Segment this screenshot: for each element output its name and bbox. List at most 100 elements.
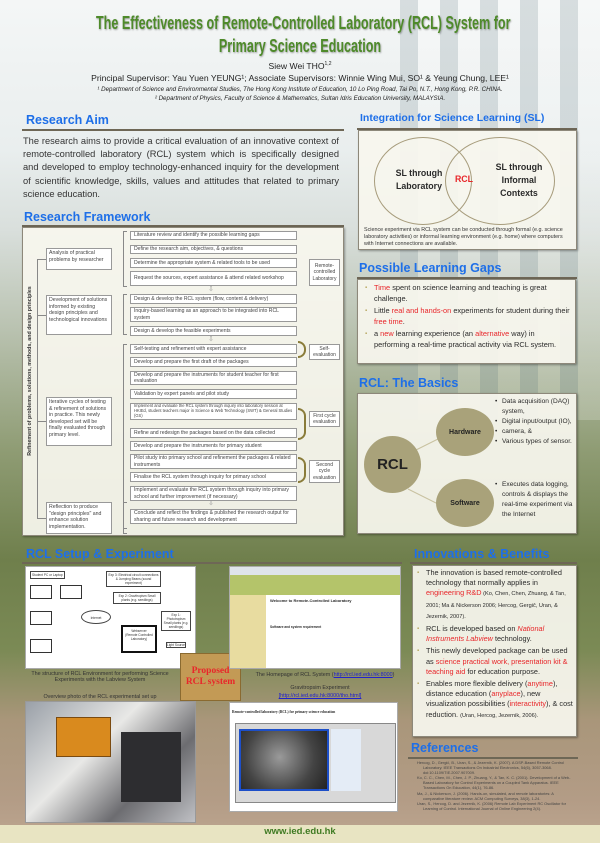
bracket [123,231,127,287]
bracket [123,502,127,534]
framework-step: Pilot study into primary school and refi… [130,454,297,469]
highlight-text: free time [374,316,403,326]
highlight-text: anytime [527,679,553,689]
divider [410,562,577,564]
homepage-link[interactable]: http://rcl.ied.edu.hk:8000 [333,672,393,678]
framework-phase: Iterative cycles of testing & refinement… [46,397,112,446]
down-arrow-icon: ⇩ [208,500,214,507]
framework-step: Develop and prepare the instruments for … [130,371,297,385]
connector-line [37,259,46,260]
learning-gap-item: Little real and hands-on experiments for… [364,306,571,327]
highlight-text: engineering R&D [426,588,482,598]
learning-gaps-list: Time spent on science learning and teach… [364,283,571,351]
poster-title-line2: Primary Science Education [218,35,382,56]
internet-cloud: Internet [81,610,111,624]
framework-step: Implement and evaluate the RCL system th… [130,403,297,420]
framework-side-label: Self-evaluation [309,344,340,360]
poster-title-line1: The Effectiveness of Remote-Controlled L… [96,12,511,33]
item-text: spent on science learning and teaching i… [374,283,547,303]
homepage-subtitle: Software and system requirement [270,625,322,629]
references-list: Hercog, D., Gergič, B., Uran, S., & Jeze… [415,760,575,813]
framework-step: Design & develop the RCL system (flow, c… [130,294,297,304]
reference-item: Hercog, D., Gergič, B., Uran, S., & Jeze… [417,760,565,775]
basics-item: •Executes data logging, controls & displ… [495,480,577,520]
research-aim-heading: Research Aim [26,113,109,127]
basics-item: •camera, & [495,427,577,437]
footer-url[interactable]: www.ied.edu.hk [264,826,336,837]
author: Siew Wei THO1,2 [0,61,600,71]
research-aim-text: The research aims to provide a critical … [23,136,339,199]
author-sup: 1,2 [324,61,332,68]
innovations-box: The innovation is based remote-controlle… [412,565,577,737]
homepage-title: Welcome to Remote-Controlled Laboratory [270,598,352,603]
item-text: . [402,316,405,326]
framework-phase: Development of solutions informed by exi… [46,295,112,335]
diagram-label: Light Source [166,642,186,648]
setup-heading: RCL Setup & Experiment [26,547,174,561]
item-text: This newly developed package can be used… [426,646,568,666]
basics-item: •Digital input/output (IO), [495,417,577,427]
author-name: Siew Wei THO [268,61,325,71]
diagram-label: Exp 3: Electrical circuit connections & … [106,571,161,587]
framework-step: Develop and prepare the instruments for … [130,441,297,451]
innovation-item: The innovation is based remote-controlle… [416,568,573,622]
reference-item: Uran, S., Hercog, D. and Jezernik, K. (2… [417,801,566,812]
innovation-item: RCL is developed based on National Instr… [416,624,573,644]
curved-arrow-icon [298,457,306,483]
learning-gaps-box: Time spent on science learning and teach… [357,279,576,364]
bullet-icon: • [495,398,498,405]
framework-side-label: Remote-controlled Laboratory [309,259,340,286]
webserver-monitor: Webserver (Remote Controlled Laboratory) [121,625,157,653]
bullet-icon: • [495,418,498,425]
venn-left-label: SL through Laboratory [395,168,443,191]
item-text: (Ko, Chen, Chen, Zhuang, & Tan, 2001; Ma… [426,591,566,620]
item-text: RCL is developed based on [426,624,518,634]
item-text: (Uran, Hercog, Jezernik, 2006). [460,712,539,719]
integration-venn: SL through Laboratory RCL SL through Inf… [358,130,577,250]
item-text: The innovation is based remote-controlle… [426,568,562,588]
learning-gap-item: a new learning experience (an alternativ… [364,329,571,350]
reference-item: Ko, C. C., Chen, M., Chen, J. P., Zhuang… [417,775,571,790]
research-framework-heading: Research Framework [24,210,151,224]
framework-vertical-label: Refinement of problems, solutions, metho… [27,286,33,456]
framework-step: Self-testing and refinement with expert … [130,344,297,354]
innovations-heading: Innovations & Benefits [414,547,550,561]
experimental-setup-photo [25,701,196,823]
highlight-text: National Instruments Labview [426,624,545,644]
framework-diagram: Refinement of problems, solutions, metho… [22,227,344,536]
laptop-icon [30,639,52,653]
gravitropism-screenshot[interactable]: Remote-controlled laboratory (RCL) for p… [229,702,398,812]
framework-step: Request the sources, expert assistance &… [130,271,297,286]
hardware-list: • Data acquisition (DAQ) system, •Digital … [495,397,577,447]
highlight-text: Time [374,283,391,292]
highlight-text: anyplace [491,689,521,699]
integration-heading: Integration for Science Learning (SL) [360,112,545,124]
homepage-screenshot[interactable]: Welcome to Remote-Controlled Laboratory … [229,566,401,669]
item-text: Little [374,306,392,316]
laptop-icon [60,585,82,599]
item-text: learning experience (an [393,329,476,339]
highlight-text: interactivity [509,699,547,709]
software-list: •Executes data logging, controls & displ… [495,480,577,520]
affiliation-1: ¹ Department of Science and Environmenta… [97,86,503,93]
reference-item: Ma, J., & Nickerson, J. (2006). Hands-on… [417,790,554,801]
item-text: ), new visualization possibilities ( [426,689,541,709]
diagram-label: Exp 2: Gravitropism Small plants (e.g. s… [113,592,161,604]
bullet-icon: • [495,428,498,435]
framework-step: Design & develop the feasible experiment… [130,326,297,336]
basics-item-text: Data acquisition (DAQ) system, [502,398,570,415]
venn-circle-right [445,137,555,225]
divider [22,562,402,564]
framework-step: Inquiry-based learning as an approach to… [130,307,297,322]
diagram-caption: The structure of RCL Environment for per… [31,671,169,683]
bullet-icon: • [495,481,498,488]
highlight-text: new [380,329,394,339]
footer-band [0,825,600,843]
photo-caption: Overview photo of the RCL experimental s… [43,694,157,700]
gravitropism-link[interactable]: [http://rcl.ied.edu.hk:8000/tho.html] [278,693,362,699]
connector-line [37,518,46,519]
homepage-banner [230,575,400,595]
homepage-caption-text: The Homepage of RCL System ( [255,672,334,678]
item-text: experiments for student during their [451,306,570,316]
bullet-icon: • [495,438,498,445]
